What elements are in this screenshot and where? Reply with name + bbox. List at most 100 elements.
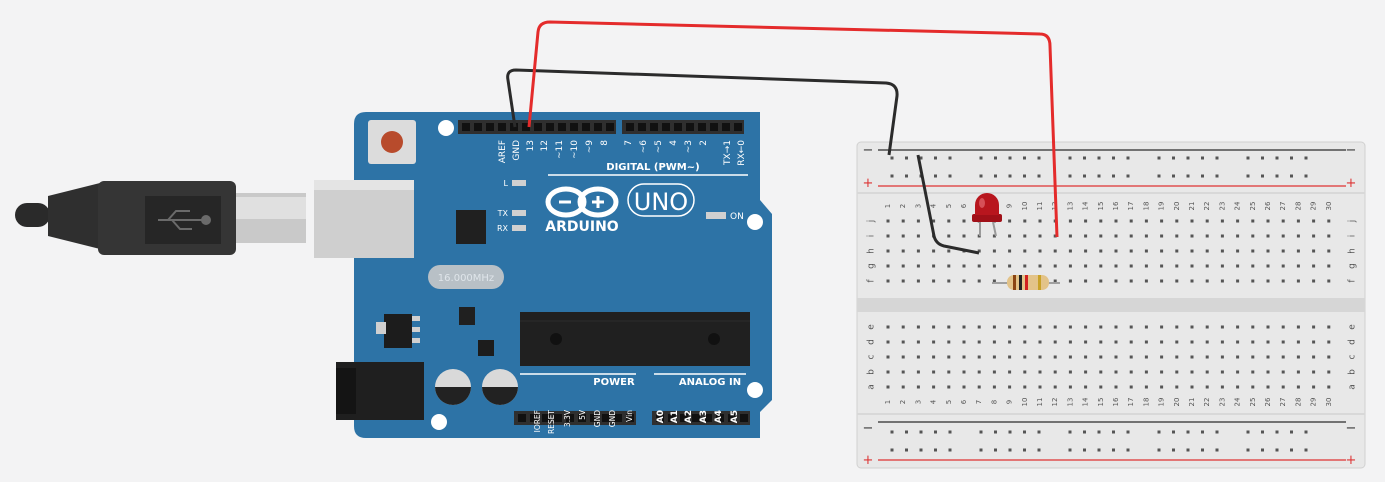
bb-hole[interactable] <box>1099 370 1103 374</box>
bb-hole[interactable] <box>1220 279 1224 283</box>
bb-hole[interactable] <box>1175 385 1179 389</box>
bb-hole[interactable] <box>1144 219 1148 223</box>
rail-hole[interactable] <box>1246 156 1250 160</box>
bb-hole[interactable] <box>916 370 920 374</box>
rail-hole[interactable] <box>890 156 894 160</box>
bb-hole[interactable] <box>1327 370 1331 374</box>
header-socket[interactable] <box>650 123 658 131</box>
rail-hole[interactable] <box>1037 156 1041 160</box>
bb-hole[interactable] <box>1251 355 1255 359</box>
rail-hole[interactable] <box>1083 430 1086 434</box>
header-socket[interactable] <box>570 123 578 131</box>
rail-hole[interactable] <box>1112 174 1115 178</box>
bb-hole[interactable] <box>1160 325 1164 329</box>
header-socket[interactable] <box>566 414 574 422</box>
bb-hole[interactable] <box>1296 219 1300 223</box>
bb-hole[interactable] <box>992 370 996 374</box>
rail-hole[interactable] <box>1261 430 1264 434</box>
bb-hole[interactable] <box>1251 219 1255 223</box>
bb-hole[interactable] <box>932 249 936 253</box>
bb-hole[interactable] <box>1266 249 1270 253</box>
bb-hole[interactable] <box>1296 264 1300 268</box>
bb-hole[interactable] <box>1327 355 1331 359</box>
bb-hole[interactable] <box>1296 249 1300 253</box>
rail-hole[interactable] <box>905 156 908 160</box>
bb-hole[interactable] <box>1023 264 1027 268</box>
bb-hole[interactable] <box>1236 355 1240 359</box>
rail-hole[interactable] <box>948 448 952 452</box>
bb-hole[interactable] <box>916 385 920 389</box>
bb-hole[interactable] <box>1144 234 1148 238</box>
header-socket[interactable] <box>462 123 470 131</box>
header-socket[interactable] <box>534 123 542 131</box>
bb-hole[interactable] <box>1190 370 1194 374</box>
resistor[interactable] <box>992 275 1060 290</box>
rail-hole[interactable] <box>1008 448 1012 452</box>
bb-hole[interactable] <box>901 325 905 329</box>
bb-hole[interactable] <box>1053 234 1057 238</box>
bb-hole[interactable] <box>962 325 966 329</box>
rail-hole[interactable] <box>979 156 983 160</box>
bb-hole[interactable] <box>1175 340 1179 344</box>
bb-hole[interactable] <box>1327 340 1331 344</box>
bb-hole[interactable] <box>1008 234 1012 238</box>
rail-hole[interactable] <box>1126 156 1130 160</box>
bb-hole[interactable] <box>901 340 905 344</box>
bb-hole[interactable] <box>1129 264 1133 268</box>
rail-hole[interactable] <box>1275 430 1279 434</box>
bb-hole[interactable] <box>1266 325 1270 329</box>
digital-header[interactable] <box>458 120 744 134</box>
bb-hole[interactable] <box>1160 234 1164 238</box>
bb-hole[interactable] <box>1068 355 1072 359</box>
rail-hole[interactable] <box>919 448 923 452</box>
bb-hole[interactable] <box>1038 219 1042 223</box>
bb-hole[interactable] <box>1190 234 1194 238</box>
bb-hole[interactable] <box>947 370 951 374</box>
bb-hole[interactable] <box>1053 325 1057 329</box>
bb-hole[interactable] <box>1296 385 1300 389</box>
wire-black-gnd[interactable] <box>506 68 899 156</box>
bb-hole[interactable] <box>1236 385 1240 389</box>
bb-hole[interactable] <box>1160 355 1164 359</box>
bb-hole[interactable] <box>962 370 966 374</box>
rail-hole[interactable] <box>1097 174 1101 178</box>
rail-hole[interactable] <box>1304 174 1308 178</box>
bb-hole[interactable] <box>1312 249 1316 253</box>
bb-hole[interactable] <box>1114 340 1118 344</box>
bb-hole[interactable] <box>901 234 905 238</box>
bb-hole[interactable] <box>1053 279 1057 283</box>
rail-hole[interactable] <box>890 430 894 434</box>
header-socket[interactable] <box>558 123 566 131</box>
bb-hole[interactable] <box>1084 385 1088 389</box>
bb-hole[interactable] <box>1220 325 1224 329</box>
header-socket[interactable] <box>474 123 482 131</box>
bb-hole[interactable] <box>947 340 951 344</box>
bb-hole[interactable] <box>1099 385 1103 389</box>
bb-hole[interactable] <box>1084 325 1088 329</box>
rail-hole[interactable] <box>1008 174 1012 178</box>
bb-hole[interactable] <box>1114 325 1118 329</box>
header-socket[interactable] <box>546 123 554 131</box>
rail-hole[interactable] <box>1023 430 1026 434</box>
bb-hole[interactable] <box>1053 385 1057 389</box>
bb-hole[interactable] <box>1099 234 1103 238</box>
bb-hole[interactable] <box>977 249 981 253</box>
bb-hole[interactable] <box>1220 385 1224 389</box>
bb-hole[interactable] <box>1236 279 1240 283</box>
bb-hole[interactable] <box>1205 279 1209 283</box>
bb-hole[interactable] <box>1220 249 1224 253</box>
bb-hole[interactable] <box>1205 355 1209 359</box>
bb-hole[interactable] <box>932 370 936 374</box>
bb-hole[interactable] <box>1312 234 1316 238</box>
bb-hole[interactable] <box>1236 219 1240 223</box>
bb-hole[interactable] <box>1175 234 1179 238</box>
bb-hole[interactable] <box>1099 355 1103 359</box>
bb-hole[interactable] <box>916 340 920 344</box>
rail-hole[interactable] <box>994 448 997 452</box>
header-socket[interactable] <box>680 414 688 422</box>
bb-hole[interactable] <box>1084 340 1088 344</box>
bb-hole[interactable] <box>1084 370 1088 374</box>
bb-hole[interactable] <box>1281 219 1285 223</box>
bb-hole[interactable] <box>932 355 936 359</box>
rail-hole[interactable] <box>948 156 952 160</box>
